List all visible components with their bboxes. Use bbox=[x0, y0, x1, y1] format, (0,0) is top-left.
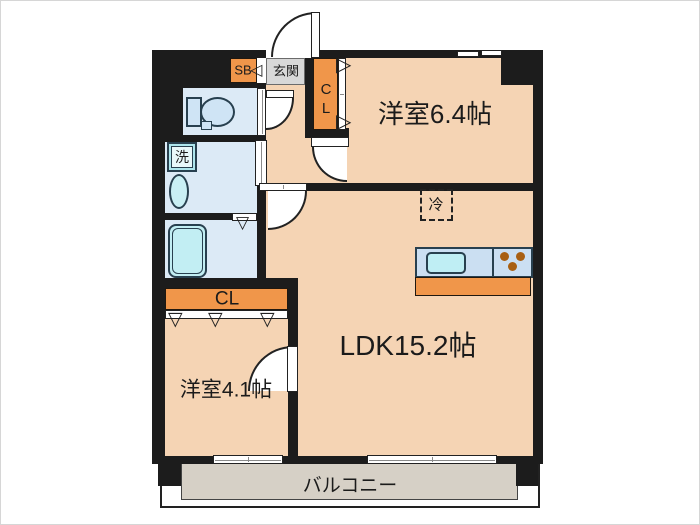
closet-upper-door-strip bbox=[338, 58, 346, 130]
wall-toilet-washroom bbox=[165, 135, 266, 142]
wall-bathroom-closet bbox=[152, 278, 298, 288]
wall-entrance-closet bbox=[305, 58, 313, 132]
closet-upper-label: CL bbox=[317, 81, 335, 119]
wall-bedroom1-south bbox=[307, 183, 543, 191]
stove-burner-3 bbox=[508, 262, 517, 271]
shoe-box bbox=[230, 58, 257, 83]
kitchen-counter-front bbox=[415, 277, 531, 296]
bedroom1-label: 洋室6.4帖 bbox=[377, 99, 493, 129]
bedroom1-floor bbox=[338, 58, 533, 183]
wall-toilet-left bbox=[165, 50, 183, 142]
shoe-box-door-icon: ◁ bbox=[250, 62, 263, 79]
closet-upper-bifold-icon-top: ▷ bbox=[336, 54, 352, 76]
refrigerator-space bbox=[420, 189, 453, 221]
closet-upper bbox=[313, 58, 338, 130]
refrigerator-label: 冷 bbox=[428, 196, 444, 214]
entrance-floor bbox=[266, 58, 305, 85]
bedroom2-door-leaf bbox=[287, 346, 298, 392]
ldk-floor bbox=[266, 191, 533, 456]
balcony-wall-block-left bbox=[158, 458, 181, 486]
balcony-wall-block-right bbox=[516, 458, 538, 486]
wall-left bbox=[152, 50, 165, 464]
bedroom2-label: 洋室4.1帖 bbox=[179, 378, 273, 402]
bathroom-folding-door-icon: ▽ bbox=[236, 213, 250, 232]
entrance-door-swing bbox=[271, 12, 316, 57]
balcony-floor bbox=[181, 464, 518, 500]
bedroom1-top-window-pane-left bbox=[457, 51, 479, 57]
bedroom1-door-leaf bbox=[311, 137, 349, 147]
closet-lower-bifold-icon-3: ▽ bbox=[260, 309, 275, 330]
bedroom2-balcony-window bbox=[213, 455, 283, 464]
washing-machine-label: 洗 bbox=[175, 149, 189, 165]
wall-bottom bbox=[152, 456, 543, 464]
kitchen-sink bbox=[426, 252, 466, 274]
washroom-sliding-door bbox=[255, 140, 267, 186]
closet-lower-label: CL bbox=[214, 288, 240, 310]
vanity-sink bbox=[169, 174, 189, 209]
closet-lower bbox=[165, 288, 288, 310]
bedroom1-top-window-pane-right bbox=[481, 50, 502, 56]
closet-lower-door-strip bbox=[165, 310, 288, 319]
shoe-box-label: SB bbox=[234, 62, 252, 78]
toilet-foot bbox=[201, 121, 212, 130]
wall-topright-chunk bbox=[501, 50, 543, 85]
wall-washroom-bathroom bbox=[165, 213, 234, 220]
balcony-label: バルコニー bbox=[302, 475, 398, 497]
ldk-label: LDK15.2帖 bbox=[339, 330, 477, 361]
ldk-balcony-window bbox=[367, 455, 497, 464]
bathroom-door-strip bbox=[232, 213, 257, 221]
toilet-sliding-door bbox=[257, 88, 266, 136]
entrance-door-leaf bbox=[311, 12, 320, 58]
kitchen-counter-divider bbox=[492, 247, 494, 278]
wall-right bbox=[533, 50, 543, 464]
washing-machine-pan-inner bbox=[171, 146, 193, 168]
closet-upper-bifold-icon-bottom: ▷ bbox=[336, 111, 352, 133]
wall-closet-bottom-bar bbox=[305, 128, 349, 138]
closet-lower-bifold-icon-2: ▽ bbox=[208, 309, 223, 330]
ldk-door-leaf bbox=[259, 183, 307, 191]
closet-lower-bifold-icon-1: ▽ bbox=[168, 309, 183, 330]
toilet-door-leaf bbox=[266, 90, 294, 98]
shoe-box-door bbox=[257, 58, 266, 83]
entrance-label: 玄関 bbox=[272, 63, 300, 79]
stove-burner-1 bbox=[500, 252, 509, 261]
bathtub-inner bbox=[172, 228, 203, 274]
stove-burner-2 bbox=[516, 252, 525, 261]
wall-top bbox=[152, 50, 543, 58]
